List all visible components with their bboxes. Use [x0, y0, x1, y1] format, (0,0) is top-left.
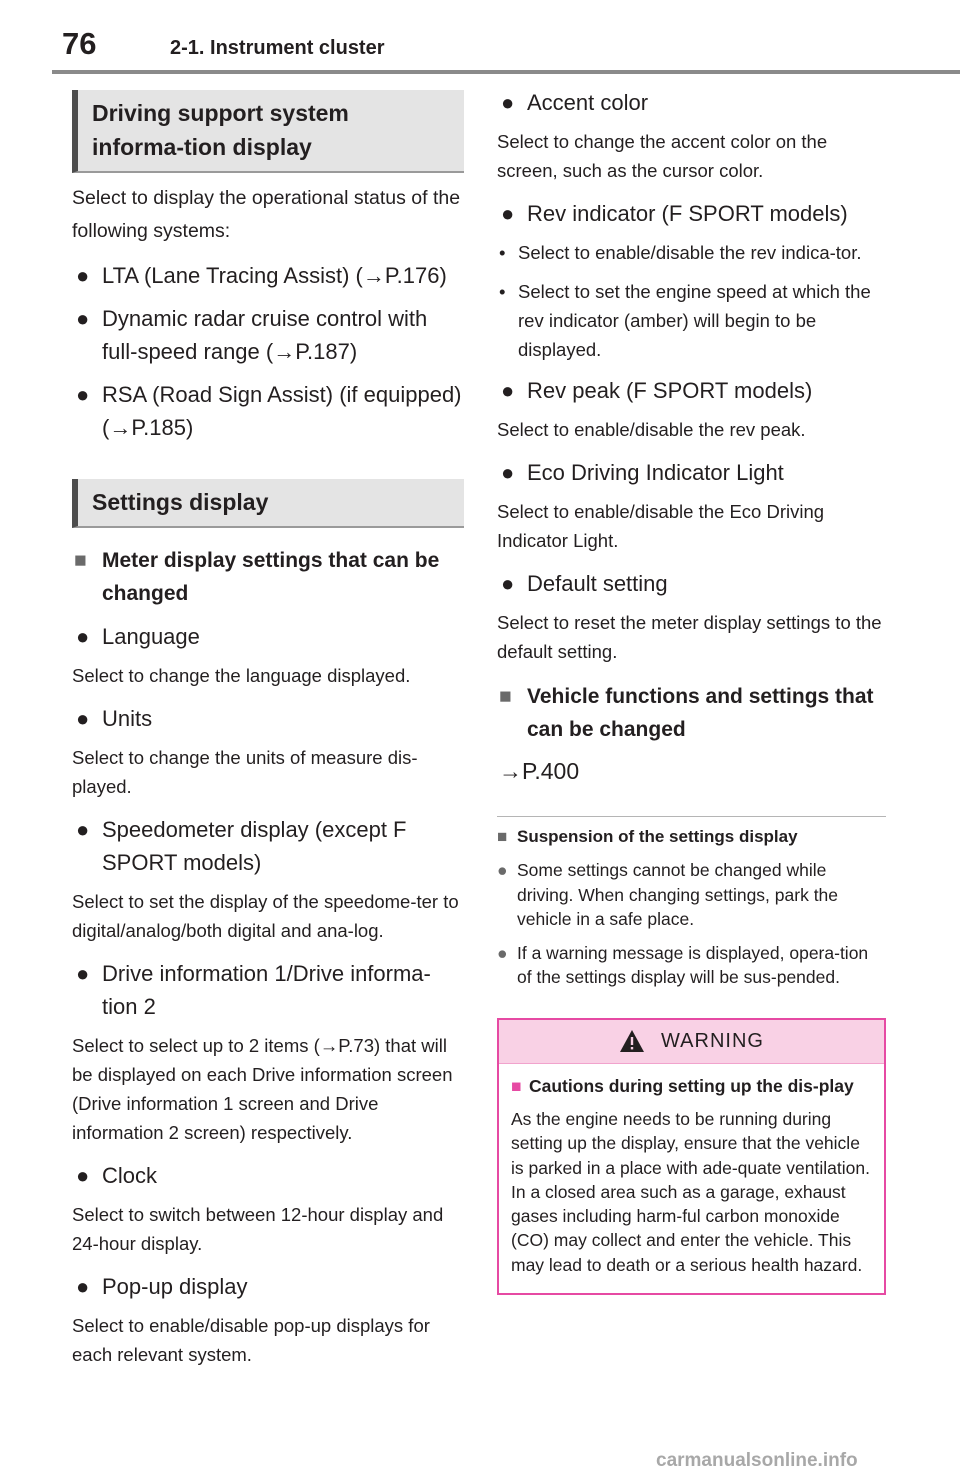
setting-label: Rev indicator (F SPORT models): [527, 201, 848, 226]
header-rule: [52, 70, 960, 74]
setting-label: Drive information 1/Drive informa-tion 2: [102, 961, 431, 1019]
sub-item: • Select to set the engine speed at whic…: [497, 277, 887, 364]
note-heading: ■ Suspension of the settings display: [497, 825, 887, 849]
bullet-icon: ●: [76, 961, 90, 986]
list-item-rsa: ● RSA (Road Sign Assist) (if equipped) (…: [72, 378, 464, 444]
bullet-icon: ●: [497, 860, 508, 880]
bullet-icon: ●: [501, 90, 515, 115]
sub-item: • Select to enable/disable the rev indic…: [497, 238, 887, 267]
setting-drive-information: ● Drive information 1/Drive informa-tion…: [72, 957, 464, 1023]
setting-description: Select to enable/disable the Eco Driving…: [497, 501, 825, 551]
setting-label: Default setting: [527, 571, 668, 596]
setting-rev-peak: ● Rev peak (F SPORT models): [497, 374, 887, 407]
setting-description: Select to change the language displayed.: [72, 665, 411, 686]
watermark: carmanualsonline.info: [656, 1450, 858, 1471]
bullet-icon: ●: [501, 460, 515, 485]
subheading-text: Meter display settings that can be chang…: [102, 549, 440, 605]
bullet-icon: ●: [501, 378, 515, 403]
setting-description: Select to reset the meter display settin…: [497, 612, 882, 662]
setting-label: Clock: [102, 1163, 158, 1188]
warning-box: WARNING ■ Cautions during setting up the…: [497, 1017, 886, 1296]
bullet-icon: ●: [76, 382, 90, 407]
dot-marker-icon: •: [499, 281, 506, 302]
setting-label: Eco Driving Indicator Light: [527, 460, 784, 485]
setting-label: Pop-up display: [102, 1274, 248, 1299]
subheading-vehicle-functions: ■ Vehicle functions and settings that ca…: [497, 680, 887, 746]
page-reference: →P.400: [499, 758, 580, 784]
page-header: 76 2-1. Instrument cluster: [0, 0, 960, 78]
sub-item-text: Select to set the engine speed at which …: [518, 281, 871, 360]
square-marker-icon: ■: [74, 549, 87, 572]
setting-language: ● Language: [72, 620, 464, 653]
setting-description: Select to switch between 12-hour display…: [72, 1204, 444, 1254]
bullet-icon: ●: [501, 571, 515, 596]
note-item: ● If a warning message is displayed, ope…: [497, 941, 887, 990]
item-label: LTA (Lane Tracing Assist) (→P.176): [102, 263, 447, 288]
warning-heading: ■ Cautions during setting up the dis-pla…: [511, 1074, 872, 1099]
setting-accent-color: ● Accent color: [497, 86, 887, 119]
bullet-icon: ●: [501, 201, 515, 226]
section-heading-text: Driving support system informa-tion disp…: [92, 100, 349, 160]
note-item: ● Some settings cannot be changed while …: [497, 858, 887, 932]
setting-label: Accent color: [527, 90, 649, 115]
left-column: Driving support system informa-tion disp…: [72, 90, 464, 1369]
bullet-icon: ●: [76, 817, 90, 842]
setting-description: Select to set the display of the speedom…: [72, 891, 459, 941]
warning-body: ■ Cautions during setting up the dis-pla…: [499, 1064, 884, 1294]
right-column: ● Accent color Select to change the acce…: [497, 90, 887, 1296]
square-marker-icon: ■: [499, 685, 512, 708]
subheading-meter-settings: ■ Meter display settings that can be cha…: [72, 544, 464, 610]
list-item-lta: ● LTA (Lane Tracing Assist) (→P.176): [72, 259, 464, 292]
section-heading-text: Settings display: [92, 489, 269, 515]
setting-label: Language: [102, 624, 200, 649]
bullet-icon: ●: [76, 706, 90, 731]
setting-description: Select to select up to 2 items (→P.73) t…: [72, 1035, 453, 1143]
setting-description: Select to enable/disable pop-up displays…: [72, 1315, 430, 1365]
item-label: Dynamic radar cruise control with full-s…: [102, 306, 428, 364]
item-label: RSA (Road Sign Assist) (if equipped) (→P…: [102, 382, 462, 440]
setting-eco-driving: ● Eco Driving Indicator Light: [497, 456, 887, 489]
setting-description: Select to change the accent color on the…: [497, 131, 828, 181]
section-intro: Select to display the operational status…: [72, 187, 461, 242]
setting-default: ● Default setting: [497, 567, 887, 600]
setting-label: Speedometer display (except F SPORT mode…: [102, 817, 407, 875]
setting-label: Rev peak (F SPORT models): [527, 378, 813, 403]
note-heading-text: Suspension of the settings display: [517, 827, 798, 846]
subheading-text: Vehicle functions and settings that can …: [527, 685, 874, 741]
square-marker-icon: ■: [497, 827, 508, 846]
note-text: Some settings cannot be changed while dr…: [517, 860, 839, 929]
setting-clock: ● Clock: [72, 1159, 464, 1192]
sub-item-text: Select to enable/disable the rev indica-…: [518, 242, 862, 263]
page-number: 76: [62, 26, 97, 61]
warning-heading-text: Cautions during setting up the dis-play: [529, 1075, 854, 1096]
section-heading-settings-display: Settings display: [72, 479, 464, 528]
warning-triangle-icon: [620, 1030, 645, 1052]
bullet-icon: ●: [76, 624, 90, 649]
note-text: If a warning message is displayed, opera…: [517, 942, 869, 988]
setting-units: ● Units: [72, 702, 464, 735]
bullet-icon: ●: [497, 942, 508, 963]
setting-description: Select to change the units of measure di…: [72, 747, 418, 797]
warning-text: As the engine needs to be running during…: [511, 1109, 870, 1275]
section-heading-driving-support: Driving support system informa-tion disp…: [72, 90, 464, 173]
dot-marker-icon: •: [499, 242, 506, 263]
bullet-icon: ●: [76, 1163, 90, 1188]
square-marker-icon: ■: [511, 1075, 522, 1096]
bullet-icon: ●: [76, 263, 90, 288]
setting-rev-indicator: ● Rev indicator (F SPORT models): [497, 197, 887, 230]
bullet-icon: ●: [76, 1274, 90, 1299]
setting-description: Select to enable/disable the rev peak.: [497, 419, 806, 440]
setting-popup-display: ● Pop-up display: [72, 1270, 464, 1303]
warning-title: WARNING: [661, 1029, 764, 1052]
setting-speedometer: ● Speedometer display (except F SPORT mo…: [72, 813, 464, 879]
setting-label: Units: [102, 706, 153, 731]
bullet-icon: ●: [76, 306, 90, 331]
warning-header: WARNING: [499, 1019, 884, 1064]
note-divider: [497, 816, 886, 817]
chapter-title: 2-1. Instrument cluster: [170, 37, 385, 59]
list-item-radar-cruise: ● Dynamic radar cruise control with full…: [72, 302, 464, 368]
